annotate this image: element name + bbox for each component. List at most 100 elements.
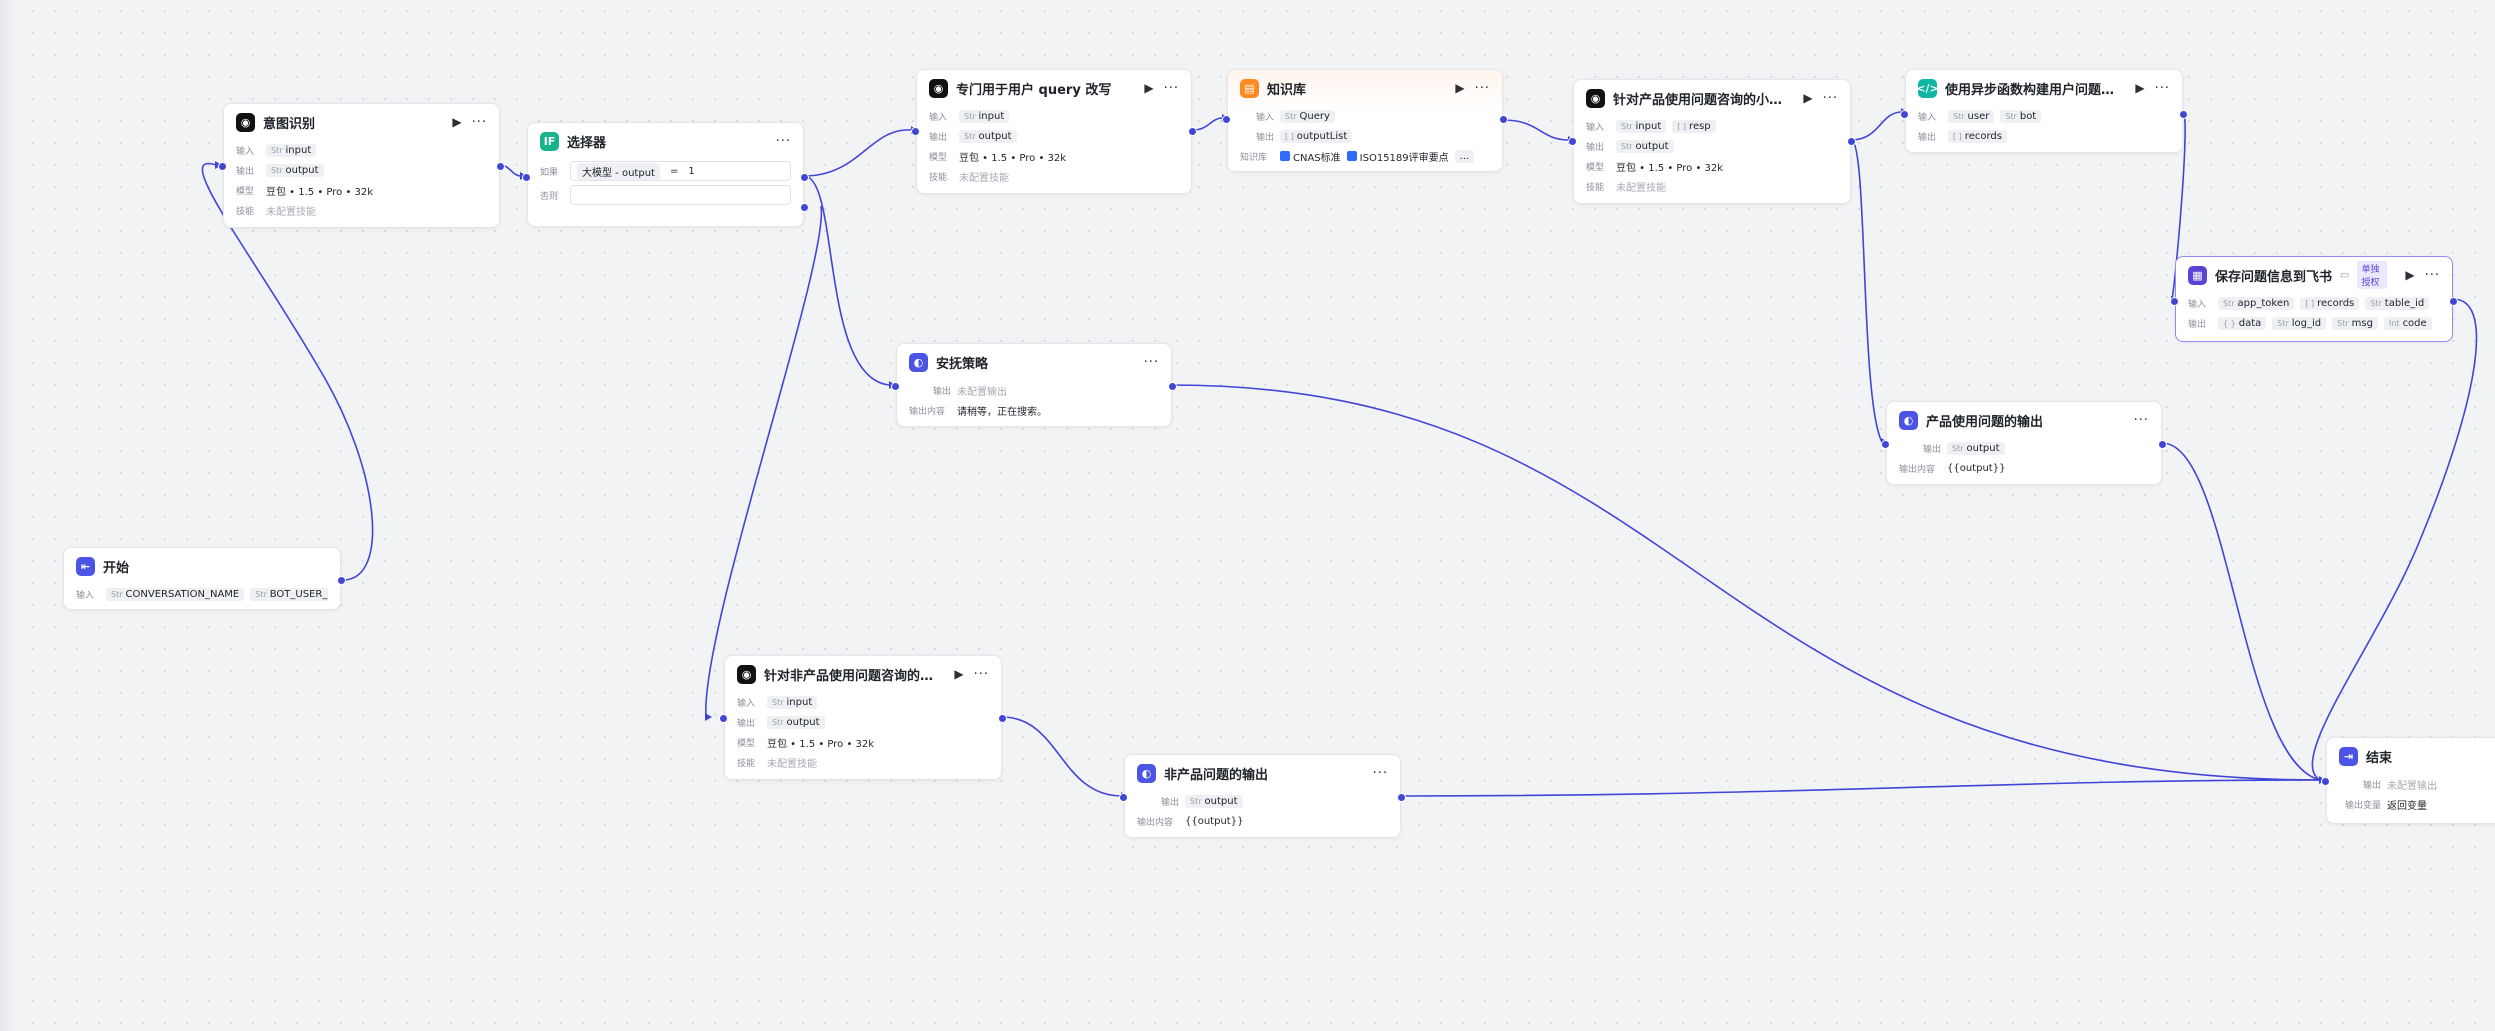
param-chip: { }data xyxy=(2218,316,2267,330)
more-icon[interactable]: ··· xyxy=(2424,267,2440,283)
more-icon[interactable]: ··· xyxy=(775,133,791,149)
edge-selector-rewrite xyxy=(803,129,913,177)
content-label: 输出内容 xyxy=(909,406,946,417)
node-title: 安抚策略 xyxy=(936,356,989,372)
node-title: 结束 xyxy=(2366,750,2393,766)
input-port[interactable] xyxy=(1119,793,1128,802)
more-icon[interactable]: ··· xyxy=(471,114,487,130)
play-icon[interactable]: ▶ xyxy=(1455,81,1465,95)
condition-right: 1 xyxy=(688,165,695,177)
play-icon[interactable]: ▶ xyxy=(1144,81,1154,95)
input-port[interactable] xyxy=(719,714,728,723)
output-label: 输出 xyxy=(1586,142,1605,153)
input-port[interactable] xyxy=(1881,440,1890,449)
input-port[interactable] xyxy=(1568,137,1577,146)
output-port[interactable] xyxy=(998,714,1007,723)
more-icon[interactable]: ··· xyxy=(1822,90,1838,106)
param-chip: [ ]resp xyxy=(1672,119,1716,133)
edge-assistant-async xyxy=(1850,111,1903,141)
input-port[interactable] xyxy=(1900,110,1909,119)
content-value: 请稍等，正在搜索。 xyxy=(957,406,1047,418)
output-port[interactable] xyxy=(1847,137,1856,146)
else-port[interactable] xyxy=(800,203,809,212)
play-icon[interactable]: ▶ xyxy=(2405,268,2415,282)
input-port[interactable] xyxy=(218,162,227,171)
output-port[interactable] xyxy=(2179,110,2188,119)
output-label: 输出 xyxy=(1918,132,1937,143)
auth-badge[interactable]: 单独授权 xyxy=(2357,261,2388,289)
if-port[interactable] xyxy=(800,173,809,182)
node-selector[interactable]: IF 选择器 ··· 如果 大模型 - output=1 否则 xyxy=(522,122,809,227)
input-port[interactable] xyxy=(2170,297,2179,306)
output-port[interactable] xyxy=(496,162,505,171)
skill-value: 未配置技能 xyxy=(959,172,1009,184)
play-icon[interactable]: ▶ xyxy=(452,115,462,129)
output-port[interactable] xyxy=(1499,115,1508,124)
output-port[interactable] xyxy=(2158,440,2167,449)
input-port[interactable] xyxy=(911,127,920,136)
output-label: 输出 xyxy=(932,386,951,397)
kb-more[interactable]: ... xyxy=(1454,149,1475,163)
play-icon[interactable]: ▶ xyxy=(1803,91,1813,105)
node-comfort[interactable]: ◐ 安抚策略 ··· 输出未配置输出 输出内容请稍等，正在搜索。 xyxy=(891,343,1177,427)
skill-value: 未配置技能 xyxy=(266,206,316,218)
output-port[interactable] xyxy=(337,576,346,585)
model-value: 豆包 • 1.5 • Pro • 32k xyxy=(767,738,875,750)
else-branch[interactable] xyxy=(570,185,791,205)
input-port[interactable] xyxy=(1222,115,1231,124)
output-var-label: 输出变量 xyxy=(2344,800,2381,811)
play-icon[interactable]: ▶ xyxy=(954,667,964,681)
output-port[interactable] xyxy=(1397,793,1406,802)
content-label: 输出内容 xyxy=(1899,464,1936,475)
skill-label: 技能 xyxy=(929,172,948,183)
input-label: 输入 xyxy=(1586,122,1605,133)
node-title: 使用异步函数构建用户问题和回… xyxy=(1945,82,2126,98)
node-title: 选择器 xyxy=(567,135,607,151)
output-port[interactable] xyxy=(2449,297,2458,306)
input-label: 输入 xyxy=(2188,299,2207,310)
node-end[interactable]: ⇥ 结束 输出未配置输出 输出变量返回变量 xyxy=(2321,737,2495,824)
more-icon[interactable]: ··· xyxy=(1372,765,1388,781)
condition-expression[interactable]: 大模型 - output=1 xyxy=(570,161,791,181)
output-label: 输出 xyxy=(236,166,255,177)
input-port[interactable] xyxy=(522,173,531,182)
output-port[interactable] xyxy=(1188,127,1197,136)
input-label: 输入 xyxy=(737,698,756,709)
input-port[interactable] xyxy=(891,382,900,391)
start-icon: ⇤ xyxy=(76,556,95,576)
edge-general-nonproduct xyxy=(1001,716,1123,797)
more-icon[interactable]: ··· xyxy=(1163,80,1179,96)
output-port[interactable] xyxy=(1168,382,1177,391)
more-icon[interactable]: ··· xyxy=(2154,80,2170,96)
node-title: 保存问题信息到飞书 xyxy=(2215,269,2333,285)
skill-label: 技能 xyxy=(236,206,255,217)
more-icon[interactable]: ··· xyxy=(1143,354,1159,370)
input-port[interactable] xyxy=(2321,777,2330,786)
edge-selector-comfort xyxy=(803,175,891,386)
edge-kb-assistant xyxy=(1502,119,1570,141)
more-icon[interactable]: ··· xyxy=(1474,80,1490,96)
return-var-value: 返回变量 xyxy=(2387,800,2427,812)
more-icon[interactable]: ··· xyxy=(973,666,989,682)
play-icon[interactable]: ▶ xyxy=(2135,81,2145,95)
input-label: 输入 xyxy=(929,112,948,123)
more-icon[interactable]: ··· xyxy=(2133,412,2149,428)
